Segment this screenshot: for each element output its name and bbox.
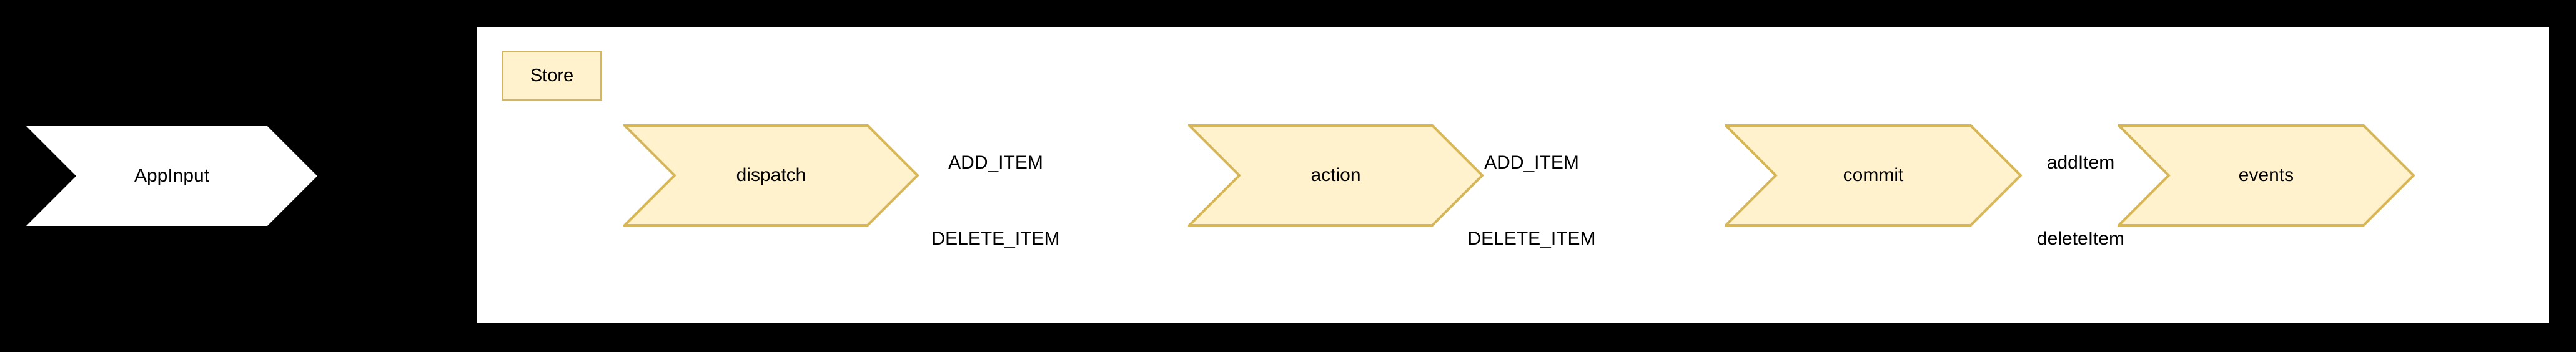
- stage-appinput[interactable]: AppInput: [26, 126, 317, 226]
- chevron-shape-appinput: [26, 126, 317, 226]
- flow-label-delete-item-1: DELETE_ITEM: [931, 228, 1060, 249]
- flow-label-add-item-3: addItem: [2046, 152, 2115, 173]
- store-title-label: Store: [530, 66, 574, 86]
- flow-label-delete-item-3: deleteItem: [2036, 228, 2125, 249]
- chevron-shape-commit: [1725, 124, 2022, 227]
- stage-action-label: action: [1310, 165, 1361, 185]
- flow-label-add-item-2: ADD_ITEM: [1484, 152, 1579, 173]
- stage-events[interactable]: events: [2118, 124, 2415, 227]
- stage-dispatch[interactable]: dispatch: [623, 124, 919, 227]
- stage-events-label: events: [2238, 165, 2294, 185]
- stage-action[interactable]: action: [1188, 124, 1484, 227]
- flow-label-delete-item-2: DELETE_ITEM: [1467, 228, 1596, 249]
- flow-label-add-item-1: ADD_ITEM: [948, 152, 1043, 173]
- stage-dispatch-label: dispatch: [736, 165, 806, 185]
- stage-commit-label: commit: [1843, 165, 1904, 185]
- chevron-shape-dispatch: [623, 124, 919, 227]
- stage-appinput-label: AppInput: [134, 165, 210, 186]
- chevron-shape-events: [2118, 124, 2415, 227]
- chevron-shape-action: [1188, 124, 1484, 227]
- stage-commit[interactable]: commit: [1725, 124, 2022, 227]
- store-title-box: Store: [502, 51, 602, 101]
